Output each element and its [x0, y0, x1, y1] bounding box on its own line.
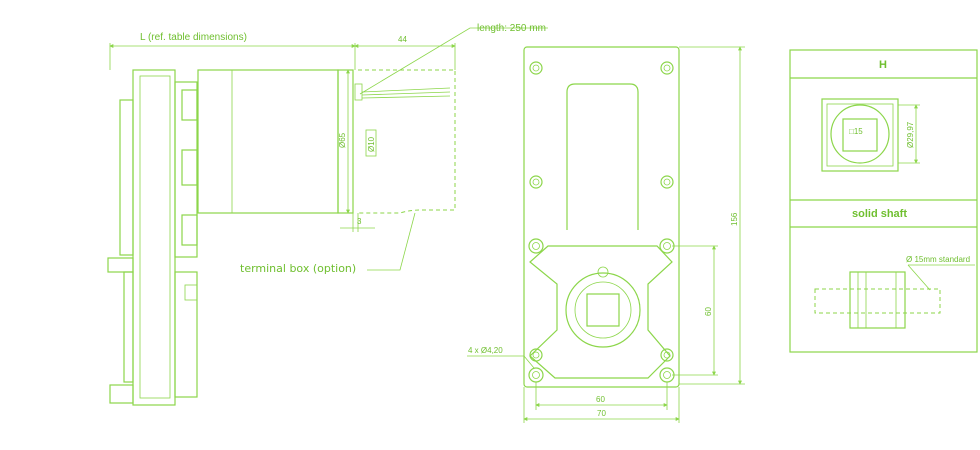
side-view: L (ref. table dimensions) 44 length: 250… [107, 23, 548, 406]
dimension-70-label: 70 [597, 409, 606, 418]
motor-body [197, 69, 339, 214]
mounting-holes [528, 61, 675, 383]
gearbox-housing [132, 69, 176, 406]
mounting-plate [529, 245, 673, 379]
cable-length-label: length: 250 mm [477, 23, 546, 34]
dimension-3-label: 3 [357, 217, 362, 226]
dia-65-label: Ø65 [338, 132, 347, 148]
terminal-box [358, 69, 456, 214]
front-flange-outline [523, 46, 680, 388]
length-dimension-label: L (ref. table dimensions) [140, 32, 247, 43]
slot-outline [566, 83, 639, 230]
square-bore [586, 293, 620, 327]
holes-label: 4 x Ø4,20 [468, 346, 503, 355]
dimension-156-label: 156 [730, 212, 739, 226]
dia-29-label: Ø29,97 [906, 121, 915, 148]
dimension-44-label: 44 [398, 35, 407, 44]
terminal-box-label: terminal box (option) [240, 262, 356, 275]
shaft-housing [849, 271, 906, 329]
dimension-60-horizontal-label: 60 [596, 395, 605, 404]
front-view: 156 60 4 x Ø4,20 60 70 [467, 46, 745, 423]
detail-panel: H □15 Ø29,97 solid shaft Ø 15mm standard [789, 49, 978, 353]
shaft-dashed [814, 288, 941, 314]
shaft-dia-label: Ø 15mm standard [906, 255, 970, 264]
center-boss [565, 272, 641, 348]
dimension-60-vertical-label: 60 [704, 307, 713, 316]
solid-shaft-label: solid shaft [852, 208, 907, 220]
square-15 [842, 118, 878, 152]
bore-detail [821, 98, 899, 172]
dia-10-label: Ø10 [367, 136, 376, 152]
panel-header-label: H [879, 59, 887, 71]
square-15-label: □15 [849, 127, 863, 136]
